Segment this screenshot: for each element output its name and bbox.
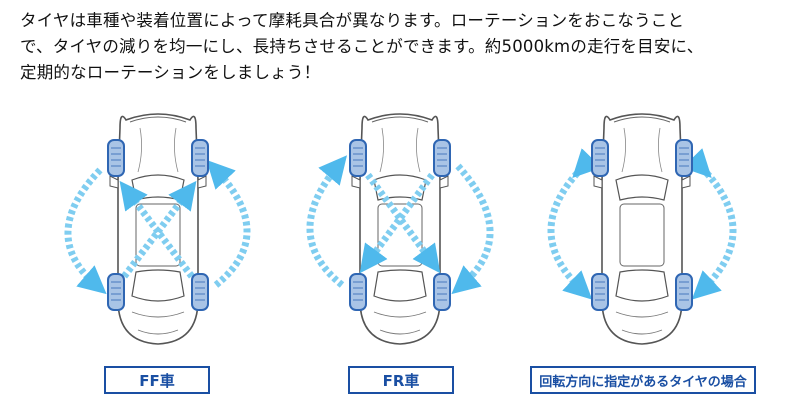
tire-front-left xyxy=(107,139,125,177)
ff-diagram xyxy=(64,113,251,345)
tire-rear-left xyxy=(591,273,609,311)
directional-rotation-arrows xyxy=(547,148,737,300)
tire-rear-left xyxy=(349,273,367,311)
rotation-diagrams xyxy=(64,113,737,345)
tire-rear-right xyxy=(191,273,209,311)
tire-rear-right xyxy=(675,273,693,311)
ff-label: FF車 xyxy=(104,366,210,394)
intro-text: タイヤは車種や装着位置によって摩耗具合が異なります。ローテーションをおこなうこと… xyxy=(20,8,790,86)
tire-front-left xyxy=(591,139,609,177)
directional-label: 回転方向に指定があるタイヤの場合 xyxy=(530,366,756,394)
fr-rotation-arrows xyxy=(306,155,494,295)
tire-front-right xyxy=(675,139,693,177)
directional-diagram xyxy=(547,113,737,345)
tire-front-left xyxy=(349,139,367,177)
tire-rear-left xyxy=(107,273,125,311)
ff-rotation-arrows xyxy=(64,159,251,295)
intro-line-1: タイヤは車種や装着位置によって摩耗具合が異なります。ローテーションをおこなうこと xyxy=(20,11,685,30)
fr-label: FR車 xyxy=(348,366,454,394)
intro-line-2: で、タイヤの減りを均一にし、長持ちさせることができます。約5000kmの走行を目… xyxy=(20,37,704,56)
fr-diagram xyxy=(306,113,494,345)
tire-rear-right xyxy=(433,273,451,311)
tire-front-right xyxy=(191,139,209,177)
tire-front-right xyxy=(433,139,451,177)
intro-line-3: 定期的なローテーションをしましょう！ xyxy=(20,63,321,82)
